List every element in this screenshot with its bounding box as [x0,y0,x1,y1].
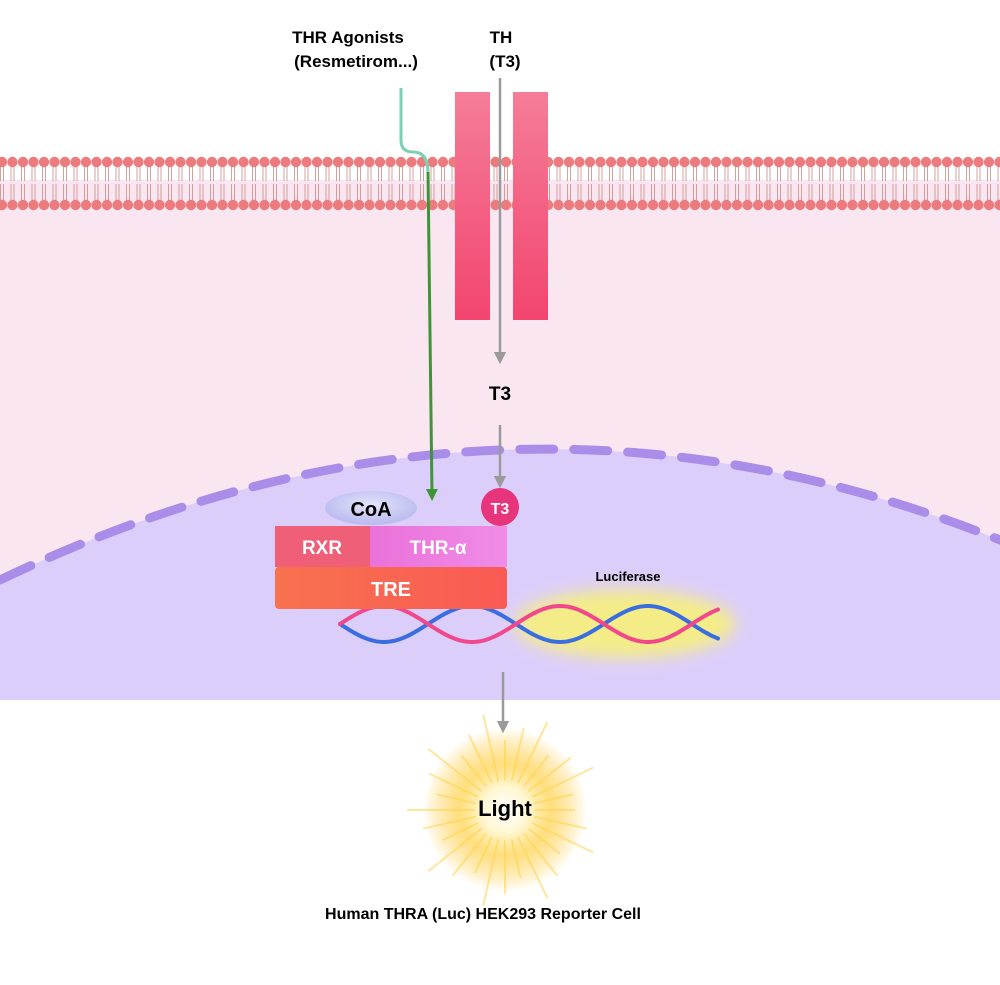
agonist-label-line2: (Resmetirom...) [294,52,418,71]
thr-alpha-label: THR-α [409,538,466,559]
luciferase-label: Luciferase [595,569,660,584]
agonist-tail [399,88,430,173]
rxr-label: RXR [302,538,342,559]
rxr-block [275,526,370,567]
t3-badge [481,488,519,526]
coa-label: CoA [350,499,391,521]
tre-label: TRE [371,579,411,601]
tre-block [275,567,507,609]
thr-alpha-block [370,526,507,567]
t3-cytoplasm-label: T3 [489,384,511,405]
figure-caption: Human THRA (Luc) HEK293 Reporter Cell [325,906,641,923]
coa-ellipse [325,491,417,525]
light-burst [407,714,594,906]
cell-membrane [0,156,1000,211]
transporter-right [513,92,548,320]
light-label: Light [478,796,532,821]
dna-helix [338,603,720,645]
transporter-left [455,92,490,320]
luciferase-glow [515,590,735,658]
agonist-arrow [425,171,438,501]
th-label-line2: (T3) [489,52,520,71]
t3-badge-label: T3 [491,501,510,518]
agonist-label-line1: THR Agonists [292,28,404,47]
th-label-line1: TH [490,28,513,47]
